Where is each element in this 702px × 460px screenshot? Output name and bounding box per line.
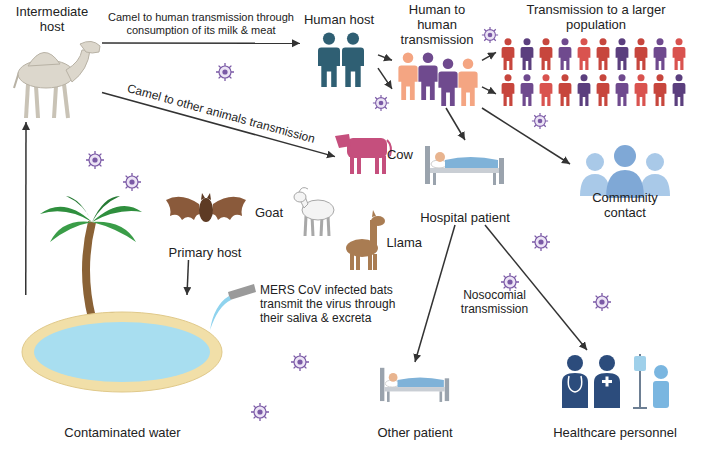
pond <box>22 312 222 392</box>
virus-particles <box>86 27 611 421</box>
figure-node: Community contact <box>570 140 680 220</box>
transmission-arrow <box>482 87 496 94</box>
crowd-person <box>616 38 629 70</box>
crowd-person <box>540 74 553 106</box>
figure-node: Human to human transmission <box>392 2 482 108</box>
node-label: Human host <box>304 12 374 27</box>
camel-figure <box>14 41 100 118</box>
human-group-figures <box>398 52 477 106</box>
figure-node: Goat <box>255 185 337 240</box>
transmission-arrow <box>102 93 335 157</box>
node-label: Intermediate host <box>2 4 102 34</box>
figure-node: Primary host <box>150 185 260 260</box>
figure-node: Llama <box>342 212 422 272</box>
crowd-person <box>673 38 686 70</box>
node-label: Llama <box>387 235 422 250</box>
crowd-person <box>635 38 648 70</box>
node-label: Contaminated water <box>64 425 180 440</box>
transmission-arrow <box>485 225 587 350</box>
transmission-arrow <box>378 55 392 60</box>
annotation: MERS CoV infected bats transmit the viru… <box>260 283 410 325</box>
crowd-person <box>578 74 591 106</box>
edge-label: Camel to other animals transmission <box>126 82 317 146</box>
crowd-person <box>654 38 667 70</box>
drain-pipe <box>210 284 256 330</box>
crowd-person <box>673 74 686 106</box>
figure-node: Human host <box>300 12 378 90</box>
crowd-person <box>654 74 667 106</box>
transmission-arrow <box>378 68 392 89</box>
node-label: Hospital patient <box>420 210 510 225</box>
figure-node: Hospital patient <box>415 140 515 225</box>
healthcare-figures <box>562 354 669 408</box>
node-label: Other patient <box>377 425 452 440</box>
transmission-arrow <box>187 260 189 295</box>
figure-node: Cow <box>335 128 413 180</box>
edge-label: Camel to human transmission through cons… <box>103 11 299 37</box>
transmission-arrow <box>446 108 465 140</box>
crowd-person <box>578 38 591 70</box>
transmission-arrow <box>482 108 570 164</box>
node-label: Transmission to a larger population <box>496 2 696 32</box>
node-label: Human to human transmission <box>392 2 482 47</box>
figure-node: Contaminated water <box>15 295 230 440</box>
crowd-person <box>540 38 553 70</box>
annotation: Nosocomial transmission <box>452 288 537 316</box>
crowd-figures <box>502 38 686 106</box>
palm-tree <box>40 196 142 324</box>
crowd-person <box>616 74 629 106</box>
transmission-arrow <box>482 52 496 60</box>
cow-figure <box>335 134 391 174</box>
crowd-person <box>502 38 515 70</box>
crowd-person <box>502 74 515 106</box>
crowd-person <box>521 38 534 70</box>
node-label: Cow <box>387 147 413 162</box>
human-host-figures <box>318 33 364 87</box>
figure-node: Healthcare personnel <box>545 350 685 440</box>
llama-figure <box>346 210 385 270</box>
node-label: Healthcare personnel <box>553 425 677 440</box>
crowd-person <box>635 74 648 106</box>
crowd-person <box>559 74 572 106</box>
transmission-arrow <box>102 42 300 44</box>
figure-node: Intermediate host <box>2 4 102 122</box>
node-label: Goat <box>255 205 283 220</box>
crowd-person <box>521 74 534 106</box>
node-label: Community contact <box>570 190 680 220</box>
hospital-beds <box>380 146 504 402</box>
figure-node: Transmission to a larger population <box>496 2 696 114</box>
goat-figure <box>294 188 334 236</box>
node-label: Primary host <box>169 245 242 260</box>
figure-node: Other patient <box>370 362 460 440</box>
crowd-person <box>597 38 610 70</box>
bat-figure <box>166 193 246 222</box>
crowd-person <box>597 74 610 106</box>
transmission-arrow <box>25 122 27 295</box>
crowd-person <box>559 38 572 70</box>
